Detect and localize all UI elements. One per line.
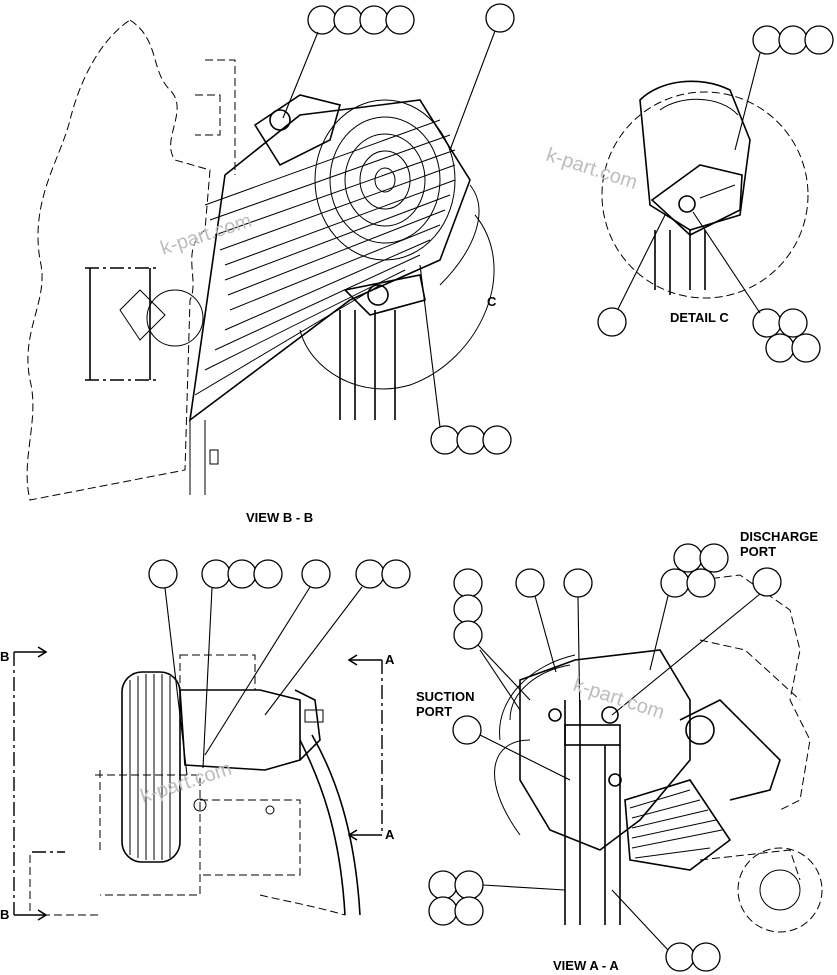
view-aa-drawing (494, 574, 823, 933)
detail-c-callouts (597, 25, 834, 363)
section-a-top-label: A (385, 652, 395, 667)
view-aa-ribs (629, 789, 723, 859)
view-aa-callouts (428, 543, 782, 972)
detail-c-title: DETAIL C (670, 310, 729, 325)
view-bb-callouts (282, 3, 515, 455)
section-c-label: C (487, 294, 497, 309)
side-pulley-grooves (129, 674, 171, 860)
view-bb-drawing (26, 19, 495, 501)
view-bb-title: VIEW B - B (246, 510, 313, 525)
detail-c-drawing (601, 80, 809, 299)
side-view-callouts (148, 559, 411, 776)
side-view-drawing (13, 646, 383, 921)
pulley-ribs (194, 119, 456, 396)
section-b-bottom-label: B (0, 907, 9, 922)
view-aa-title: VIEW A - A (553, 958, 619, 973)
watermark-1: k-part.com (158, 210, 255, 260)
section-b-top-label: B (0, 649, 9, 664)
watermark-2: k-part.com (543, 144, 640, 194)
suction-port-label-line2: PORT (416, 704, 452, 719)
suction-port-label-line1: SUCTION (416, 689, 475, 704)
section-a-bottom-label: A (385, 827, 395, 842)
discharge-port-label-line2: PORT (740, 544, 776, 559)
discharge-port-label-line1: DISCHARGE (740, 529, 818, 544)
